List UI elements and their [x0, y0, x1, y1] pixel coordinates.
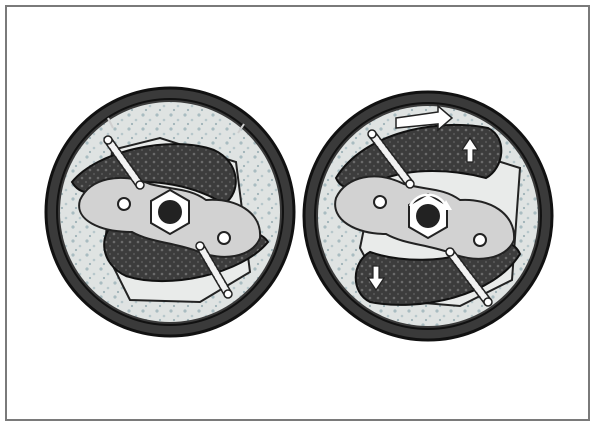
- clutch-left: [44, 86, 296, 338]
- carrier-hole-left-a: [117, 197, 131, 211]
- carrier-hole-left-b: [217, 231, 231, 245]
- spring-lower-right: [445, 247, 493, 307]
- rotation-arrowhead-hub-icon: [441, 200, 452, 210]
- drum-ring-inner-edge-right: [314, 102, 542, 330]
- rotation-arrow-top-icon: [395, 104, 454, 132]
- hub-shaft-left: [158, 200, 182, 224]
- hub-shaft-right: [416, 204, 440, 228]
- outward-arrow-down-icon: [366, 265, 386, 292]
- drum-ring-inner-edge-left: [56, 98, 284, 326]
- spring-lower-left: [195, 241, 233, 299]
- spring-upper-left: [103, 135, 145, 190]
- outward-arrow-up-icon: [460, 136, 480, 163]
- ring-seam-left-2: [237, 123, 245, 134]
- rotation-arrow-hub-icon: [408, 193, 448, 207]
- spring-upper-right: [367, 129, 415, 189]
- ring-seam-left-1: [107, 117, 114, 129]
- carrier-hole-right-b: [473, 233, 487, 247]
- carrier-hole-right-a: [373, 195, 387, 209]
- clutch-right: [302, 90, 554, 342]
